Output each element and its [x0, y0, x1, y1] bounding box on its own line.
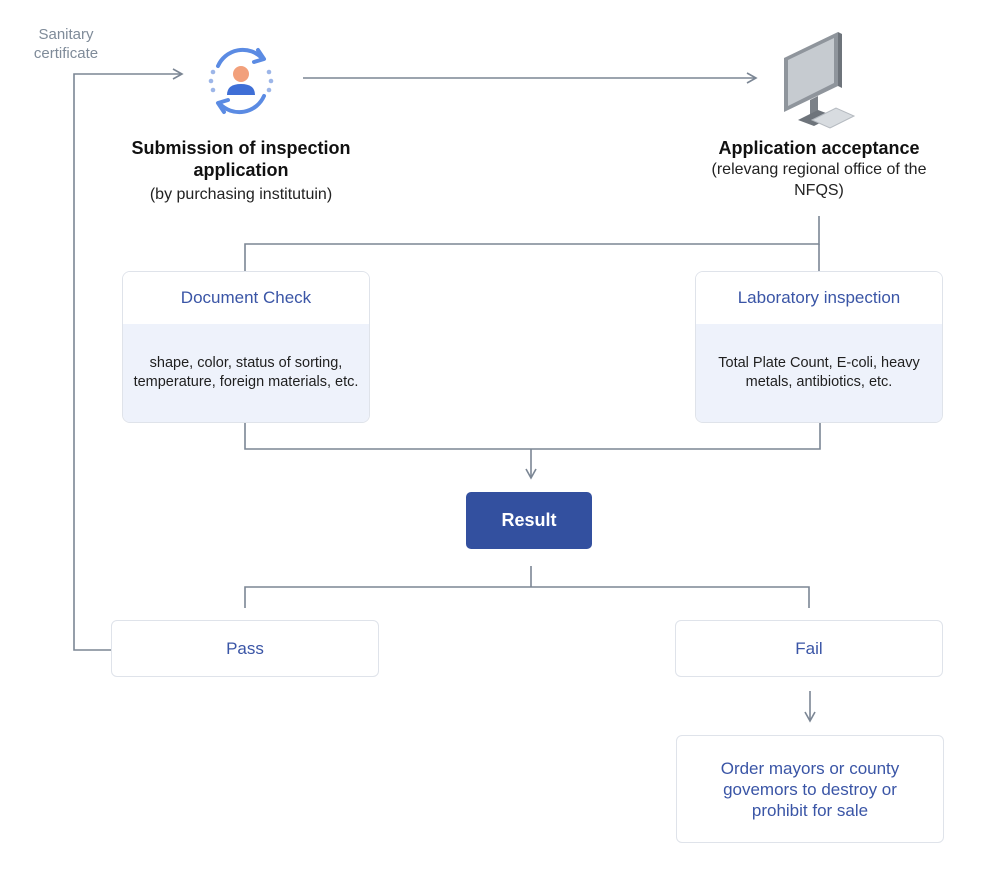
- acceptance-title: Application acceptance: [718, 138, 920, 158]
- result-box: Result: [466, 492, 592, 549]
- acceptance-subtitle: (relevang regional office of the NFQS): [711, 161, 927, 199]
- result-split-line: [244, 586, 810, 608]
- submission-subtitle: (by purchasing institutuin): [149, 186, 333, 203]
- pass-feedback-line: [73, 68, 184, 651]
- checks-join-line: [244, 422, 821, 450]
- document-check-title: Document Check: [123, 272, 369, 324]
- submission-title: Submission of inspection application: [131, 138, 351, 180]
- pass-box: Pass: [111, 620, 379, 677]
- split-to-checks-line: [244, 216, 820, 272]
- fail-action-box: Order mayors or county govemors to destr…: [676, 735, 944, 843]
- laboratory-inspection-details: Total Plate Count, E-coli, heavy metals,…: [696, 324, 942, 422]
- fail-box: Fail: [675, 620, 943, 677]
- sanitary-certificate-label: Sanitary certificate: [33, 26, 99, 62]
- document-check-card: Document Check shape, color, status of s…: [122, 271, 370, 423]
- user-refresh-icon: [208, 47, 274, 115]
- document-check-details: shape, color, status of sorting, tempera…: [123, 324, 369, 422]
- computer-monitor-icon: [784, 32, 856, 129]
- laboratory-inspection-title: Laboratory inspection: [696, 272, 942, 324]
- laboratory-inspection-card: Laboratory inspection Total Plate Count,…: [695, 271, 943, 423]
